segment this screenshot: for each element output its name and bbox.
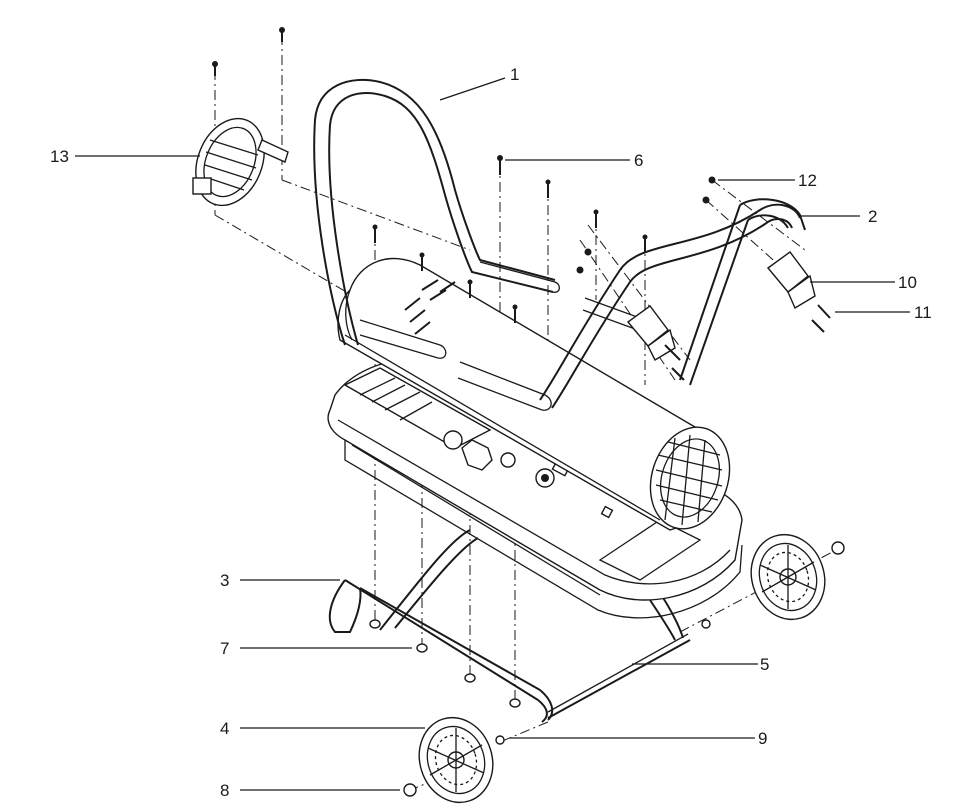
brackets xyxy=(626,251,816,361)
callout-13: 13 xyxy=(50,147,69,166)
callout-8: 8 xyxy=(220,781,229,800)
callout-11: 11 xyxy=(914,303,932,322)
callout-12: 12 xyxy=(798,171,817,190)
callout-1: 1 xyxy=(510,65,519,84)
rear-handle xyxy=(679,198,806,386)
axle xyxy=(547,633,691,719)
leader-lines xyxy=(75,77,910,791)
fasteners xyxy=(212,27,845,797)
callout-10: 10 xyxy=(898,273,917,292)
callout-7: 7 xyxy=(220,639,229,658)
callout-2: 2 xyxy=(868,207,877,226)
wheel-right xyxy=(750,533,826,621)
rear-cover xyxy=(192,117,289,207)
callout-9: 9 xyxy=(758,729,767,748)
callout-5: 5 xyxy=(760,655,769,674)
wheel-left xyxy=(418,716,494,804)
callout-6: 6 xyxy=(634,151,643,170)
callout-labels: 1 2 3 4 5 6 7 8 9 10 11 12 13 xyxy=(50,65,932,800)
callout-4: 4 xyxy=(220,719,229,738)
callout-3: 3 xyxy=(220,571,229,590)
base-frame xyxy=(328,529,684,723)
main-handle xyxy=(313,78,801,411)
heater-body xyxy=(337,257,731,531)
